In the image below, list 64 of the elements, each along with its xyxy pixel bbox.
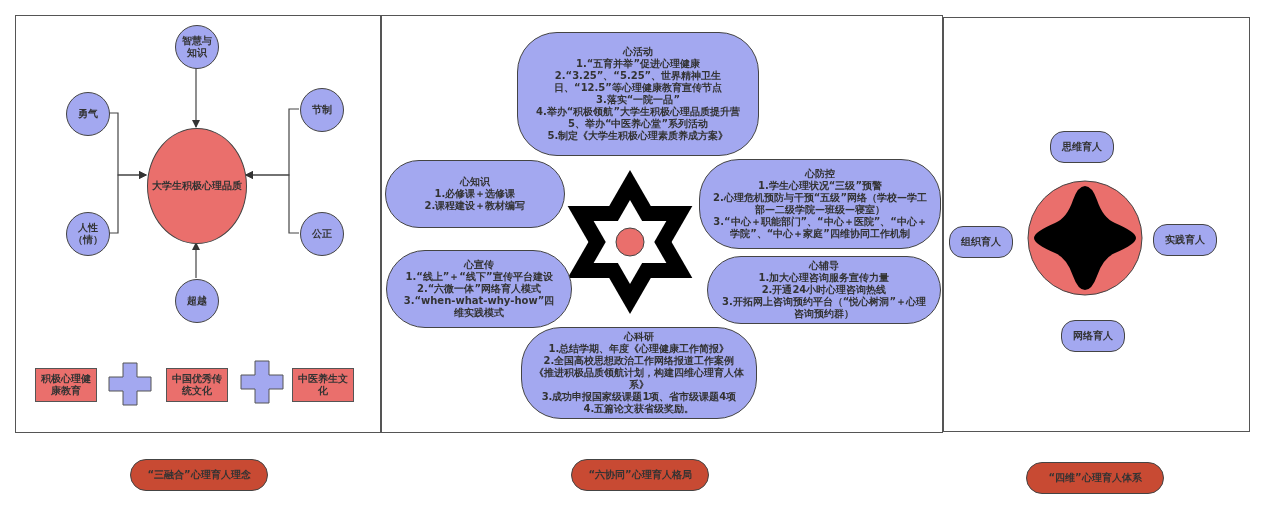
dimension-box — [949, 226, 1013, 258]
list-item: 2.课程建设＋教材编写 — [424, 200, 526, 212]
module-title: 心科研 — [624, 331, 654, 343]
list-item: 4.五篇论文获省级奖励。 — [583, 403, 695, 415]
list-item: 1.“线上”＋“线下”宣传平台建设 — [405, 271, 553, 283]
dimension-box — [1050, 131, 1114, 163]
list-item: 2.全国高校思想政治工作网络报道工作案例《推进积极品质领航计划，构建四维心理育人体系》 — [534, 355, 744, 391]
list-item: 1.学生心理状况“三级”预警 — [758, 180, 882, 192]
module-box — [386, 250, 572, 328]
arrow — [245, 171, 300, 234]
node-label: 实践育人 — [1165, 234, 1205, 246]
node-label: 网络育人 — [1073, 330, 1113, 342]
module-title: 心知识 — [460, 176, 490, 188]
dimension-box — [1153, 224, 1217, 256]
list-item: 3.“when-what-why-how”四维实践模式 — [402, 295, 556, 319]
node-label: 组织育人 — [961, 236, 1001, 248]
module-title: 心宣传 — [464, 259, 494, 271]
caption-pill — [571, 459, 709, 491]
node-label: 大学生积极心理品质 — [152, 180, 242, 192]
dimension-box — [1061, 320, 1125, 352]
module-box — [521, 327, 757, 419]
node-label: 中国优秀传统文化 — [171, 373, 223, 397]
panel — [381, 15, 943, 433]
node-label: “四维”心理育人体系 — [1048, 472, 1142, 484]
list-item: 3.“中心＋职能部门”、“中心＋医院”、“中心＋学院”、“中心＋家庭”四维协同工作机制 — [712, 216, 928, 240]
node-label: 公正 — [312, 228, 332, 240]
list-item: 2.“3.25”、“5.25”、世界精神卫生日、“12.5”等心理健康教育宣传节点 — [553, 70, 723, 94]
node-label: 思维育人 — [1062, 141, 1102, 153]
list-item: 4.举办“积极领航”大学生积极心理品质提升营 — [536, 106, 740, 118]
node-label: 中医养生文化 — [297, 373, 349, 397]
node-label: 节制 — [312, 104, 332, 116]
list-item: 3.落实“一院一品” — [596, 94, 680, 106]
module-box — [517, 32, 759, 156]
module-box — [699, 159, 941, 249]
node-label: 超越 — [187, 295, 207, 307]
caption-pill — [130, 459, 268, 491]
panel — [943, 17, 1250, 432]
node-label: 智慧与知识 — [181, 35, 213, 59]
list-item: 1.总结学期、年度《心理健康工作简报》 — [548, 343, 730, 355]
module-box — [707, 256, 941, 324]
list-item: 2.心理危机预防与干预“五级”网络（学校—学工部—二级学院—班级—寝室） — [712, 192, 928, 216]
panel — [15, 15, 381, 433]
list-item: 5、举办“中医养心堂”系列活动 — [567, 118, 709, 130]
caption-pill — [1026, 462, 1164, 494]
arrow — [108, 171, 147, 234]
node-label: 积极心理健康教育 — [40, 373, 92, 397]
list-item: 1.必修课＋选修课 — [434, 188, 516, 200]
list-item: 1.加大心理咨询服务宣传力量 — [758, 272, 890, 284]
list-item: 3.成功申报国家级课题1项、省市级课题4项 — [541, 391, 737, 403]
arrow — [192, 67, 200, 128]
module-title: 心辅导 — [809, 260, 839, 272]
list-item: 3.开拓网上咨询预约平台（“悦心树洞”＋心理咨询预约群） — [721, 296, 927, 320]
module-title: 心防控 — [805, 168, 835, 180]
node-label: 勇气 — [78, 108, 98, 120]
node-label: “三融合”心理育人理念 — [147, 469, 251, 481]
list-item: 1.“五育并举”促进心理健康 — [576, 58, 700, 70]
list-item: 2.“六微一体”网络育人模式 — [417, 283, 541, 295]
arrow — [192, 242, 200, 279]
node-label: 人性（情） — [72, 222, 104, 246]
module-box — [385, 160, 565, 228]
list-item: 5.制定《大学生积极心理素质养成方案》 — [547, 130, 729, 142]
list-item: 2.开通24小时心理咨询热线 — [761, 284, 887, 296]
module-title: 心活动 — [623, 46, 653, 58]
node-label: “六协同”心理育人格局 — [588, 469, 692, 481]
